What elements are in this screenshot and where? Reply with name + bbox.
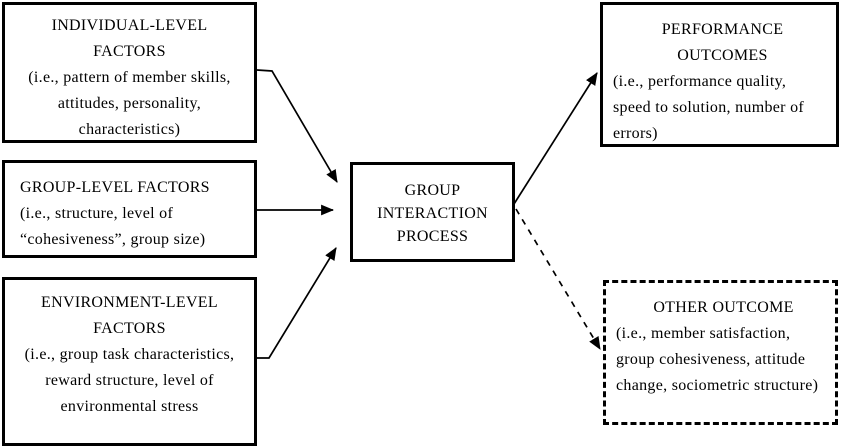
performance-outcomes-body-line-1: (i.e., performance quality, bbox=[613, 73, 787, 90]
performance-outcomes-body-line-2: speed to solution, number of bbox=[613, 99, 805, 116]
group-factors-body-line-2: “cohesiveness”, group size) bbox=[20, 231, 206, 248]
individual-factors-heading-line-2: FACTORS bbox=[93, 43, 166, 60]
box-group-interaction-process: GROUP INTERACTION PROCESS bbox=[350, 162, 515, 262]
environment-factors-heading-line-1: ENVIRONMENT-LEVEL bbox=[41, 294, 218, 311]
group-factors-heading-line-1: GROUP-LEVEL FACTORS bbox=[20, 179, 210, 196]
performance-outcomes-body-line-3: errors) bbox=[613, 125, 658, 142]
arrow-process-to-other bbox=[515, 208, 601, 350]
other-outcome-heading-line-1: OTHER OUTCOME bbox=[653, 299, 794, 316]
individual-factors-heading-line-1: INDIVIDUAL-LEVEL bbox=[51, 17, 208, 34]
individual-factors-body-line-3: characteristics) bbox=[78, 121, 181, 138]
box-environment-factors: ENVIRONMENT-LEVEL FACTORS (i.e., group t… bbox=[2, 277, 257, 446]
individual-factors-body-line-1: (i.e., pattern of member skills, bbox=[28, 69, 231, 86]
box-individual-factors: INDIVIDUAL-LEVEL FACTORS (i.e., pattern … bbox=[2, 2, 257, 143]
process-heading-line-2: INTERACTION bbox=[377, 205, 488, 222]
box-other-outcome: OTHER OUTCOME (i.e., member satisfaction… bbox=[603, 280, 838, 425]
other-outcome-body-line-3: change, sociometric structure) bbox=[616, 377, 819, 394]
box-group-factors: GROUP-LEVEL FACTORS (i.e., structure, le… bbox=[2, 160, 257, 258]
arrow-environment-to-process bbox=[257, 247, 337, 359]
arrow-process-to-performance bbox=[513, 72, 598, 205]
group-factors-body-line-1: (i.e., structure, level of bbox=[20, 205, 174, 222]
process-heading-line-3: PROCESS bbox=[396, 228, 469, 245]
performance-outcomes-heading-line-2: OUTCOMES bbox=[677, 47, 768, 64]
individual-factors-body-line-2: attitudes, personality, bbox=[57, 95, 202, 112]
other-outcome-body-line-2: group cohesiveness, attitude bbox=[616, 351, 806, 368]
environment-factors-body-line-1: (i.e., group task characteristics, bbox=[24, 346, 235, 363]
environment-factors-body-line-3: environmental stress bbox=[60, 398, 199, 415]
box-performance-outcomes: PERFORMANCE OUTCOMES (i.e., performance … bbox=[600, 2, 839, 147]
performance-outcomes-heading-line-1: PERFORMANCE bbox=[661, 21, 784, 38]
environment-factors-body-line-2: reward structure, level of bbox=[45, 372, 214, 389]
arrow-individual-to-process bbox=[256, 69, 338, 183]
other-outcome-body-line-1: (i.e., member satisfaction, bbox=[616, 325, 791, 342]
environment-factors-heading-line-2: FACTORS bbox=[93, 320, 166, 337]
process-heading-line-1: GROUP bbox=[404, 182, 461, 199]
